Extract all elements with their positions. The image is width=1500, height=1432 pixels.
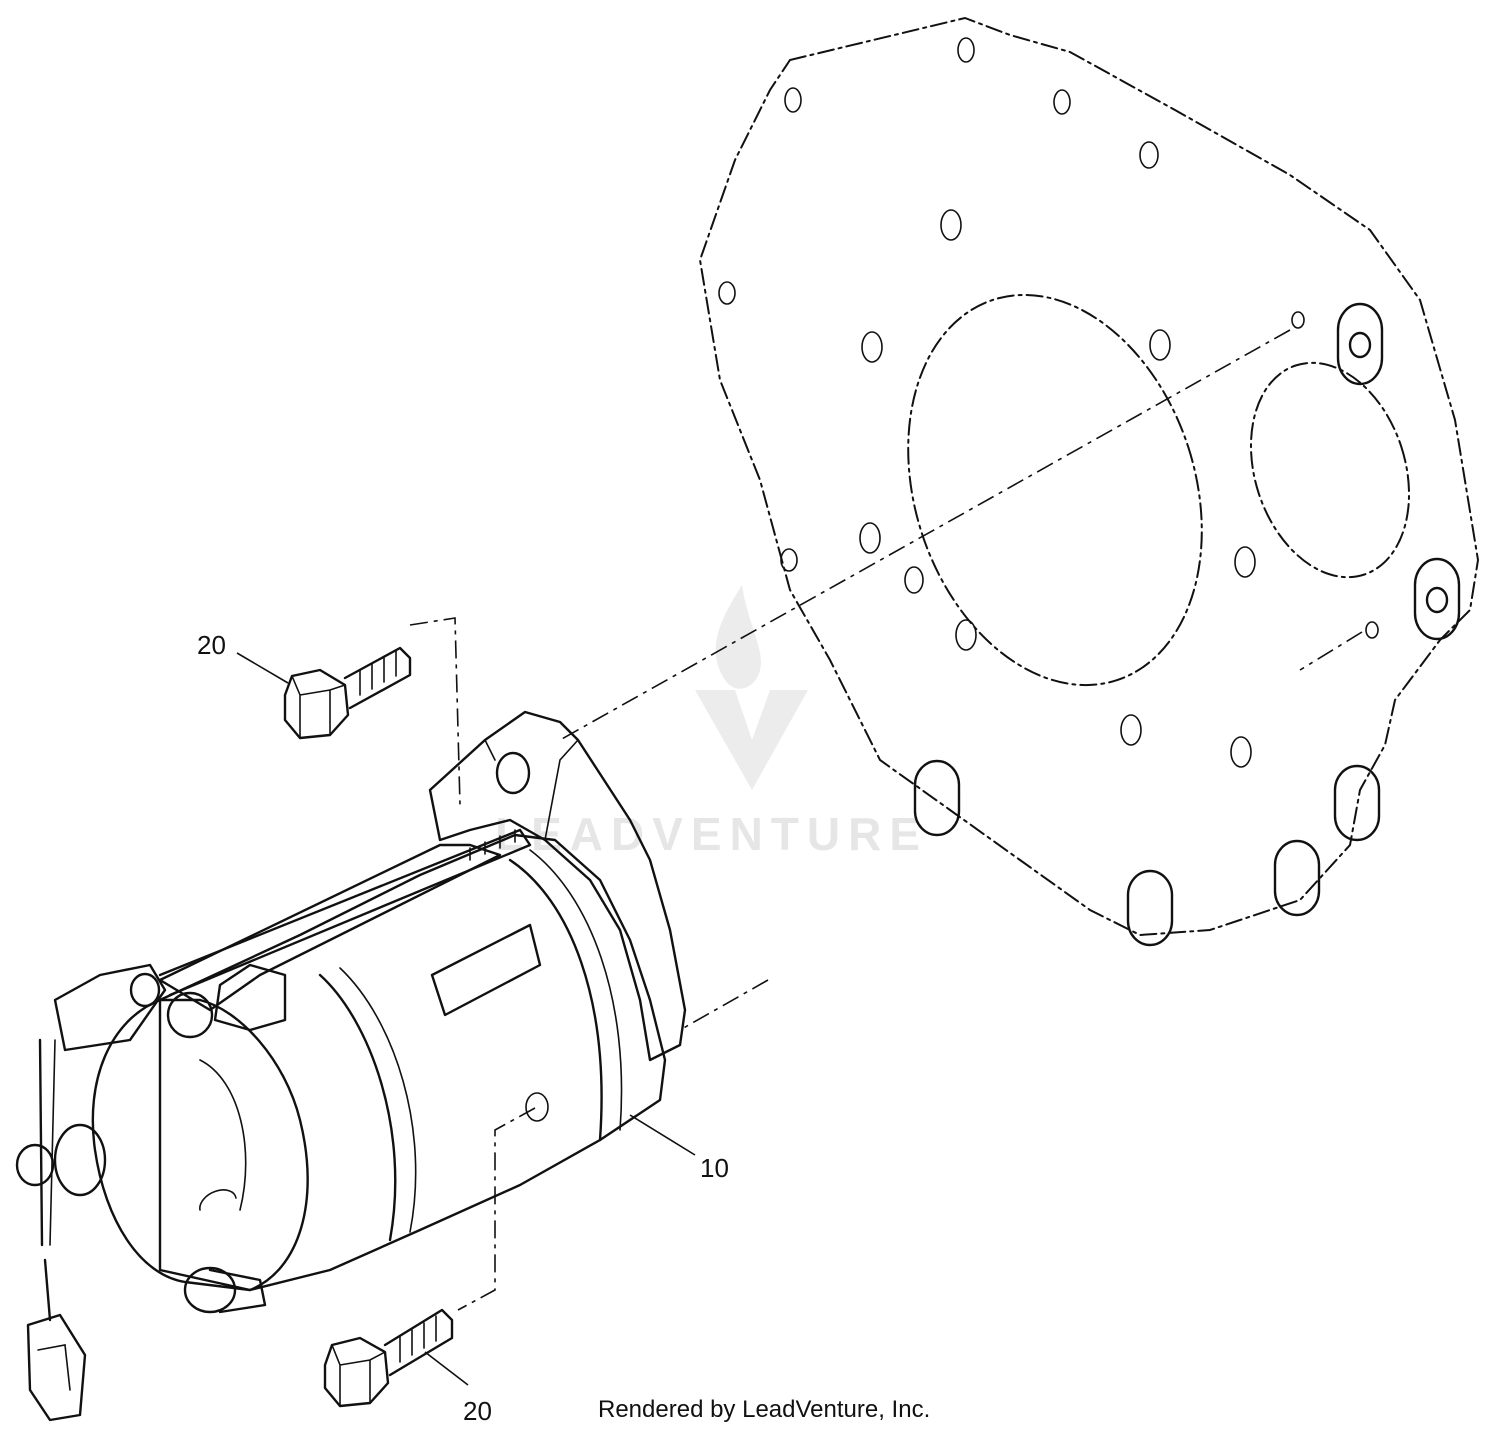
callout-label: 20	[197, 630, 226, 660]
watermark-text: LEADVENTURE	[495, 808, 928, 860]
end-cap	[91, 998, 309, 1292]
crankshaft-opening	[907, 293, 1203, 687]
callout-starter: 10	[629, 1114, 729, 1183]
wire-connector	[26, 1313, 87, 1422]
bolt-top	[283, 646, 412, 740]
callout-bolt-bottom: 20	[424, 1351, 492, 1426]
through-bolt	[158, 828, 532, 997]
flame-logo	[715, 585, 761, 689]
bolt-bottom	[323, 1308, 454, 1408]
plate-bolt-holes	[718, 37, 1379, 768]
bolt-head	[283, 668, 350, 740]
motor-band-right	[508, 858, 603, 1142]
bolt-thread	[383, 1308, 454, 1377]
callout-label: 10	[700, 1153, 729, 1183]
v-logo	[695, 690, 808, 790]
starter-opening	[1249, 361, 1411, 579]
flange-bolt-hole	[495, 751, 531, 795]
lead-wire	[38, 1038, 52, 1322]
starter-motor	[15, 710, 687, 1422]
render-credit: Rendered by LeadVenture, Inc.	[598, 1396, 931, 1423]
body-hole	[525, 1092, 549, 1122]
callout-label: 20	[463, 1396, 492, 1426]
alignment-leaders	[409, 329, 1363, 1311]
callout-bolt-top: 20	[197, 630, 289, 684]
mounting-flange	[428, 710, 687, 1062]
solenoid	[158, 843, 502, 1012]
leadventure-watermark: LEADVENTURE	[495, 585, 928, 860]
bolt-head	[323, 1336, 390, 1408]
motor-band-left	[318, 973, 397, 1242]
flywheel-housing-plate	[698, 16, 1480, 947]
nameplate	[430, 923, 542, 1017]
plate-dowels	[913, 302, 1461, 947]
plate-outline	[698, 16, 1480, 937]
solenoid-terminal-nut	[166, 991, 214, 1039]
bolt-thread	[343, 646, 412, 710]
